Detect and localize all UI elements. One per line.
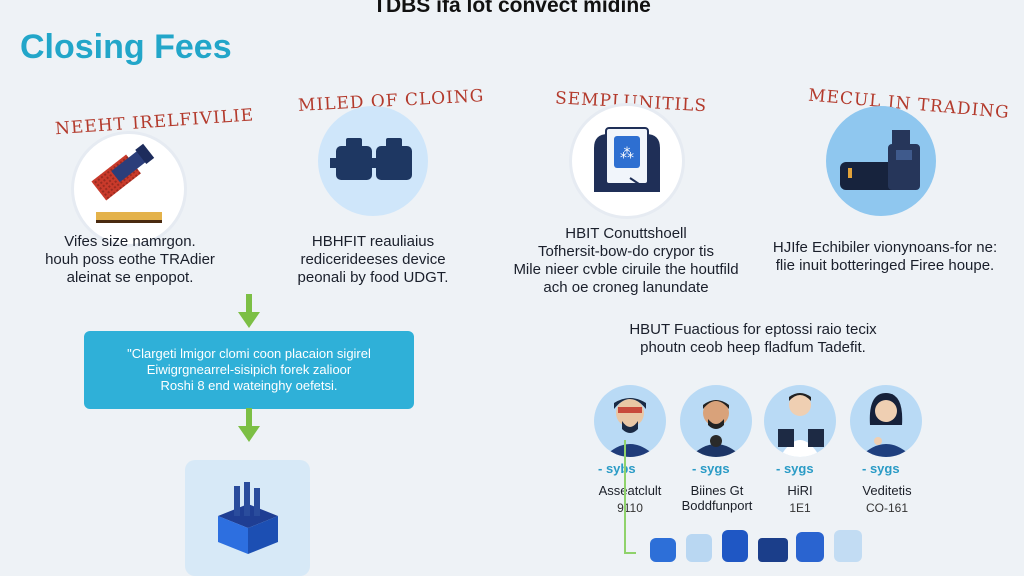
person-avatar <box>850 385 922 457</box>
result-box <box>185 460 310 576</box>
person-3-name: HiRI <box>787 483 813 498</box>
open-box-icon <box>217 482 278 554</box>
section-1-description: Vifes size namrgon. houh poss eothe TRAd… <box>30 233 230 287</box>
section-1-line-2: houh poss eothe TRAdier <box>45 251 215 268</box>
flow-box: "Clargeti lmigor clomi coon placaion sig… <box>84 331 414 409</box>
person-4-code: CO-161 <box>865 501 909 515</box>
section-3-line-3: Mile nieer cvble ciruile the houtfild <box>513 261 739 278</box>
person-avatar <box>594 385 666 457</box>
flow-box-line-3: Roshi 8 end wateinghy oefetsi. <box>160 378 338 393</box>
person-1-tag: - sybs <box>598 461 636 476</box>
section-4-description: HJIfe Echibiler vionynoans-for ne: flie … <box>758 239 1012 275</box>
people-title-line-1: HBUT Fuactious for eptossi raio tecix <box>629 321 877 338</box>
person-2-name: Biines Gt Boddfunport <box>672 483 762 513</box>
person-2-tag: - sygs <box>692 461 730 476</box>
svg-text:⁂: ⁂ <box>620 146 634 162</box>
person-card-2 <box>680 385 754 457</box>
person-1-name: Asseatclult <box>598 483 662 498</box>
person-avatar-icon <box>604 398 656 457</box>
people-title-line-2: phoutn ceob heep fladfum Tadefit. <box>640 339 866 356</box>
storage-tanks-icon <box>330 138 412 180</box>
top-title: TDBS ifa lot convect midine <box>373 0 651 17</box>
section-2-circle <box>318 106 428 216</box>
section-4-line-2: flie inuit botteringed Firee houpe. <box>775 257 995 274</box>
person-avatar-icon <box>860 393 912 457</box>
section-3-line-2: Tofhersit-bow-do crypor tis <box>538 243 714 260</box>
section-3-line-1: HBIT Conuttshoell <box>565 225 687 242</box>
down-arrow-icon <box>238 408 260 442</box>
bracket-line <box>624 440 626 552</box>
section-4-line-1: HJIfe Echibiler vionynoans-for ne: <box>772 239 998 256</box>
page-title: Closing Fees <box>20 28 232 66</box>
section-1-line-1: Vifes size namrgon. <box>64 233 196 250</box>
trading-machine-icon <box>840 130 920 190</box>
document-book-icon: ⁂ <box>594 127 660 192</box>
people-section-title: HBUT Fuactious for eptossi raio tecix ph… <box>588 321 918 357</box>
down-arrow-icon <box>238 294 260 328</box>
person-avatar <box>764 385 836 457</box>
flow-box-line-2: Eiwigrgnearrel-sisipich forek zalioor <box>146 362 352 377</box>
section-2-description: HBHFIT reauliaius redicerideeses device … <box>278 233 468 287</box>
person-2-name-line-1: Biines Gt <box>690 483 744 498</box>
section-2-line-2: redicerideeses device <box>300 251 446 268</box>
section-2-line-3: peonali by food UDGT. <box>297 269 449 286</box>
person-1-code: 9110 <box>617 501 643 515</box>
flow-box-line-1: "Clargeti lmigor clomi coon placaion sig… <box>127 346 371 361</box>
person-4-tag: - sygs <box>862 461 900 476</box>
section-1-circle <box>74 134 184 244</box>
section-2-line-1: HBHFIT reauliaius <box>311 233 435 250</box>
section-3-circle: ⁂ <box>572 106 682 216</box>
containers-row-icon <box>650 530 862 562</box>
hammer-gavel-icon <box>91 143 162 223</box>
person-3-tag: - sygs <box>776 461 814 476</box>
person-avatar-icon <box>690 400 742 457</box>
person-avatar <box>680 385 752 457</box>
person-4-name: Veditetis <box>862 483 912 498</box>
person-2-name-line-2: Boddfunport <box>681 498 753 513</box>
person-avatar-icon <box>778 393 824 457</box>
person-3-code: 1E1 <box>789 501 811 515</box>
bracket-line <box>624 552 636 554</box>
section-1-line-3: aleinat se enpopot. <box>66 269 194 286</box>
section-3-line-4: ach oe croneg lanundate <box>543 279 709 296</box>
section-3-description: HBIT Conuttshoell Tofhersit-bow-do crypo… <box>486 225 766 297</box>
person-card-3 <box>764 385 838 457</box>
section-4-circle <box>826 106 936 216</box>
person-card-1 <box>594 385 668 457</box>
person-card-4 <box>850 385 924 457</box>
